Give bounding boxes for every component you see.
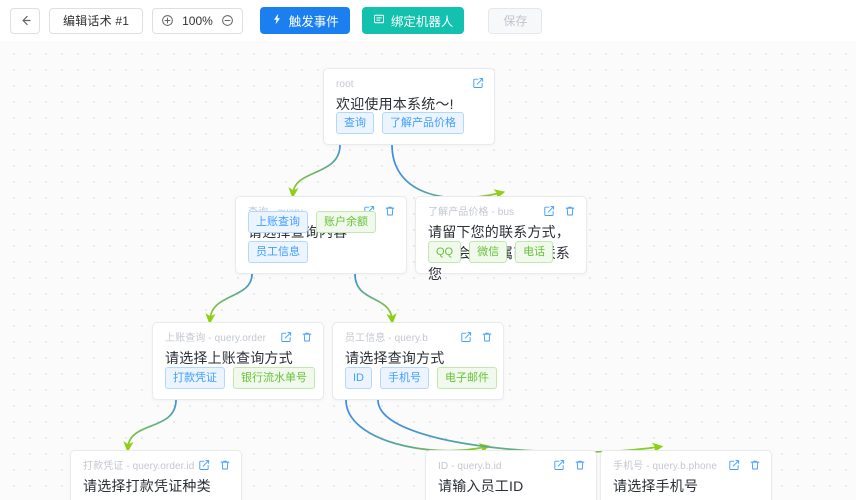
zoom-in-icon[interactable] xyxy=(161,14,174,27)
node-reply-buttons: 查询了解产品价格 xyxy=(336,112,464,134)
flow-canvas[interactable]: root 欢迎使用本系统～!查询了解产品价格查询 - query请选择查询内容上账… xyxy=(0,41,856,500)
node-message-text: 请选择打款凭证种类 xyxy=(83,478,211,494)
zoom-level-label: 100% xyxy=(182,13,213,28)
reply-chip[interactable]: 打款凭证 xyxy=(165,367,225,389)
node-reply-buttons: ID 手机号电子邮件 xyxy=(345,367,497,389)
node-message-text: 请输入员工ID xyxy=(438,478,524,494)
flow-node[interactable]: 打款凭证 - query.order.id 请选择打款凭证种类 xyxy=(70,450,242,500)
reply-chip[interactable]: 手机号 xyxy=(380,367,429,389)
node-key-label: 手机号 - query.b.phone xyxy=(613,461,717,472)
node-key-label: 了解产品价格 - bus xyxy=(428,207,515,218)
node-actions xyxy=(280,331,313,343)
zoom-out-icon[interactable] xyxy=(221,14,234,27)
reply-chip[interactable]: 员工信息 xyxy=(248,241,308,263)
flow-edge xyxy=(391,144,506,200)
node-message-text: 欢迎使用本系统～! xyxy=(336,96,454,112)
node-message-text: 请选择上账查询方式 xyxy=(165,350,293,366)
delete-icon[interactable] xyxy=(219,459,231,471)
delete-icon[interactable] xyxy=(574,459,586,471)
edit-icon[interactable] xyxy=(280,331,292,343)
node-key-label: root xyxy=(336,79,354,90)
reply-chip[interactable]: 电话 xyxy=(515,241,554,263)
node-key-label: 打款凭证 - query.order.id xyxy=(83,461,195,472)
trigger-event-button[interactable]: 触发事件 xyxy=(259,7,350,34)
node-actions xyxy=(460,331,493,343)
reply-chip[interactable]: 账户余额 xyxy=(316,211,376,233)
delete-icon[interactable] xyxy=(749,459,761,471)
node-actions xyxy=(728,459,761,471)
node-reply-buttons: 上账查询账户余额员工信息 xyxy=(248,211,406,263)
flow-node[interactable]: 查询 - query请选择查询内容上账查询账户余额员工信息 xyxy=(235,196,407,274)
flow-node[interactable]: 手机号 - query.b.phone 请选择手机号 xyxy=(600,450,772,500)
flow-edge xyxy=(345,399,491,454)
node-actions xyxy=(543,205,576,217)
reply-chip[interactable]: ID xyxy=(345,367,372,389)
edit-icon[interactable] xyxy=(472,77,484,89)
node-message-text: 请选择手机号 xyxy=(613,478,699,494)
flow-node[interactable]: 上账查询 - query.order 请选择上账查询方式打款凭证银行流水单号 xyxy=(152,322,324,400)
flow-title-button[interactable]: 编辑话术 #1 xyxy=(49,7,144,34)
bind-robot-button[interactable]: 绑定机器人 xyxy=(361,7,465,34)
node-message-text: 请选择查询方式 xyxy=(345,350,445,366)
node-reply-buttons: 打款凭证银行流水单号 xyxy=(165,367,315,389)
node-key-label: 员工信息 - query.b xyxy=(345,333,428,344)
flow-edge xyxy=(377,399,664,453)
zoom-control: 100% xyxy=(152,7,243,34)
lightning-icon xyxy=(271,13,283,28)
flow-node[interactable]: root 欢迎使用本系统～!查询了解产品价格 xyxy=(323,68,495,145)
reply-chip[interactable]: 了解产品价格 xyxy=(382,112,464,134)
flow-node[interactable]: ID - query.b.id 请输入员工ID xyxy=(425,450,597,500)
node-actions xyxy=(553,459,586,471)
reply-chip[interactable]: 微信 xyxy=(469,241,508,263)
delete-icon[interactable] xyxy=(481,331,493,343)
reply-chip[interactable]: 电子邮件 xyxy=(437,367,497,389)
save-button[interactable]: 保存 xyxy=(488,7,543,34)
edit-icon[interactable] xyxy=(553,459,565,471)
reply-chip[interactable]: 银行流水单号 xyxy=(233,367,315,389)
delete-icon[interactable] xyxy=(384,205,396,217)
node-actions xyxy=(472,77,484,89)
edit-icon[interactable] xyxy=(198,459,210,471)
flow-title-label: 编辑话术 #1 xyxy=(63,14,130,28)
edit-icon[interactable] xyxy=(543,205,555,217)
edit-icon[interactable] xyxy=(460,331,472,343)
robot-icon xyxy=(373,13,385,28)
reply-chip[interactable]: 上账查询 xyxy=(248,211,308,233)
toolbar: 编辑话术 #1 100% 触发事件 xyxy=(0,0,856,41)
node-reply-buttons: QQ 微信电话 xyxy=(428,241,554,263)
flow-edge xyxy=(205,273,253,325)
flow-edge xyxy=(123,399,177,453)
arrow-left-icon xyxy=(19,14,32,27)
edit-icon[interactable] xyxy=(728,459,740,471)
node-key-label: 上账查询 - query.order xyxy=(165,333,267,344)
reply-chip[interactable]: QQ xyxy=(428,241,462,263)
flow-edge xyxy=(354,273,397,325)
trigger-event-label: 触发事件 xyxy=(288,15,339,29)
node-key-label: ID - query.b.id xyxy=(438,461,502,472)
flow-edge xyxy=(288,144,341,199)
node-actions xyxy=(198,459,231,471)
bind-robot-label: 绑定机器人 xyxy=(390,15,454,29)
save-label: 保存 xyxy=(503,14,528,28)
delete-icon[interactable] xyxy=(301,331,313,343)
back-button[interactable] xyxy=(10,7,40,34)
delete-icon[interactable] xyxy=(564,205,576,217)
reply-chip[interactable]: 查询 xyxy=(336,112,374,134)
